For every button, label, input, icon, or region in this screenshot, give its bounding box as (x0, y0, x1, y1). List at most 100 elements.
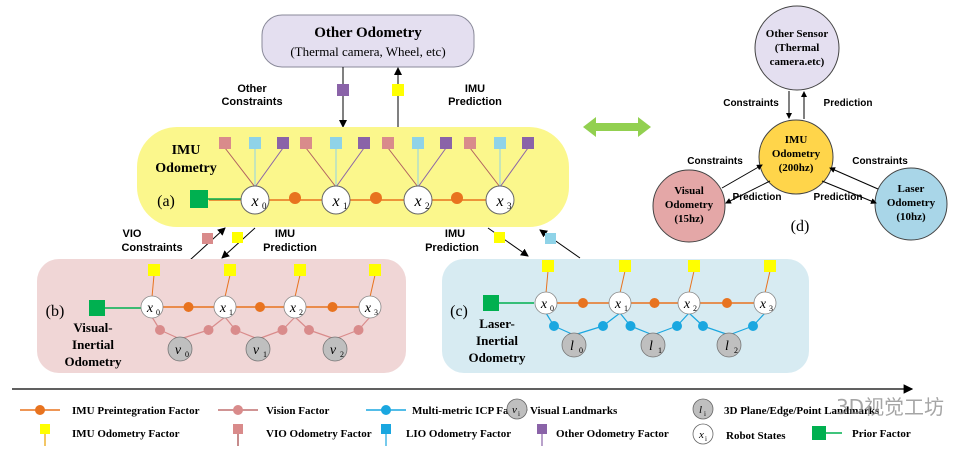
legend-landmark-icon (506, 398, 528, 420)
landmark-node (322, 336, 348, 362)
svg-text:3: 3 (507, 201, 512, 211)
robot-state-node (534, 291, 558, 315)
svg-text:l: l (699, 404, 702, 416)
svg-text:i: i (705, 435, 707, 443)
svg-text:Laser: Laser (898, 183, 925, 195)
svg-text:3: 3 (769, 304, 773, 313)
visual-odometry-node (652, 169, 726, 243)
svg-text:x: x (698, 429, 704, 441)
other-constraints-label-2: Constraints (221, 96, 282, 108)
lio-title-2: Inertial (476, 333, 518, 348)
svg-text:Other Sensor: Other Sensor (766, 28, 829, 40)
svg-text:v: v (330, 343, 337, 358)
svg-text:x: x (540, 297, 548, 312)
imu-prediction-label-top-1: IMU (465, 83, 485, 95)
factor-square (464, 137, 476, 149)
robot-state-node (358, 295, 382, 319)
legend-icp: Multi-metric ICP Factor (412, 405, 528, 417)
other-odometry-subtitle: (Thermal camera, Wheel, etc) (290, 44, 445, 59)
legend-robot-states: Robot States (726, 430, 786, 442)
svg-text:x: x (219, 301, 227, 316)
robot-state-node (140, 295, 164, 319)
factor-square (440, 137, 452, 149)
other-odometry-title: Other Odometry (314, 25, 422, 41)
legend: IMU Preintegration Factor Vision Factor … (20, 398, 911, 446)
vio-constraints-label-1: VIO (123, 228, 142, 240)
svg-text:i: i (704, 410, 706, 418)
svg-text:1: 1 (343, 201, 348, 211)
svg-text:Prediction: Prediction (733, 192, 782, 203)
legend-vision: Vision Factor (266, 405, 330, 417)
svg-text:Odometry: Odometry (887, 197, 936, 209)
factor-square (277, 137, 289, 149)
svg-text:1: 1 (229, 308, 233, 317)
svg-text:2: 2 (734, 346, 738, 355)
robot-state-node (753, 291, 777, 315)
laser-odometry-node (874, 167, 948, 241)
imu-prediction-label-top-2: Prediction (448, 96, 502, 108)
legend-lio-odom: LIO Odometry Factor (406, 428, 511, 440)
factor-square (300, 137, 312, 149)
svg-text:1: 1 (263, 350, 267, 359)
svg-text:l: l (570, 339, 574, 354)
landmark-node (167, 336, 193, 362)
legend-prior: Prior Factor (852, 428, 911, 440)
svg-text:x: x (250, 193, 258, 210)
svg-text:2: 2 (425, 201, 430, 211)
robot-state-node (283, 295, 307, 319)
watermark: 3D视觉工坊 (836, 395, 944, 419)
svg-text:0: 0 (185, 350, 189, 359)
panel-d: Other Sensor (Thermal camera.etc) IMU Od… (652, 5, 948, 243)
svg-text:x: x (614, 297, 622, 312)
svg-text:IMU: IMU (785, 134, 808, 146)
svg-text:2: 2 (340, 350, 344, 359)
imu-odometry-node (758, 119, 834, 195)
svg-text:Constraints: Constraints (723, 98, 779, 109)
panel-b-label: (b) (46, 303, 65, 320)
imu-prediction-c-label-2: Prediction (425, 242, 479, 254)
imu-odometry-title-1: IMU (172, 143, 201, 158)
svg-text:Prediction: Prediction (814, 192, 863, 203)
prior-factor-icon (190, 190, 208, 208)
svg-text:(15hz): (15hz) (674, 213, 704, 225)
lio-title-1: Laser- (479, 316, 515, 331)
legend-planes: 3D Plane/Edge/Point Landmarks (724, 405, 880, 417)
factor-square (382, 137, 394, 149)
imu-odometry-title-2: Odometry (155, 161, 216, 176)
svg-text:x: x (759, 297, 767, 312)
other-sensor-node (754, 5, 840, 91)
svg-text:i: i (518, 410, 520, 418)
vio-odometry-factor-icon (202, 233, 213, 244)
factor-square (219, 137, 231, 149)
robot-state-node (213, 295, 237, 319)
factor-square (494, 137, 506, 149)
svg-text:x: x (364, 301, 372, 316)
svg-text:x: x (683, 297, 691, 312)
imu-prediction-b-label-2: Prediction (263, 242, 317, 254)
other-odometry-factor-icon (337, 84, 349, 96)
vio-title-1: Visual- (73, 320, 112, 335)
landmark-node (716, 332, 742, 358)
lio-odometry-factor-icon (545, 233, 556, 244)
factor-square (522, 137, 534, 149)
panel-d-label: (d) (791, 218, 810, 235)
landmark-node (561, 332, 587, 358)
svg-text:v: v (175, 343, 182, 358)
svg-text:0: 0 (156, 308, 160, 317)
factor-square (358, 137, 370, 149)
svg-text:Constraints: Constraints (687, 156, 743, 167)
svg-text:1: 1 (658, 346, 662, 355)
vio-title-2: Inertial (72, 337, 114, 352)
vio-constraints-label-2: Constraints (121, 242, 182, 254)
svg-text:(10hz): (10hz) (896, 211, 926, 223)
svg-text:(Thermal: (Thermal (775, 42, 820, 54)
svg-text:x: x (331, 193, 339, 210)
svg-text:x: x (495, 193, 503, 210)
svg-text:(200hz): (200hz) (779, 162, 814, 174)
factor-square (330, 137, 342, 149)
